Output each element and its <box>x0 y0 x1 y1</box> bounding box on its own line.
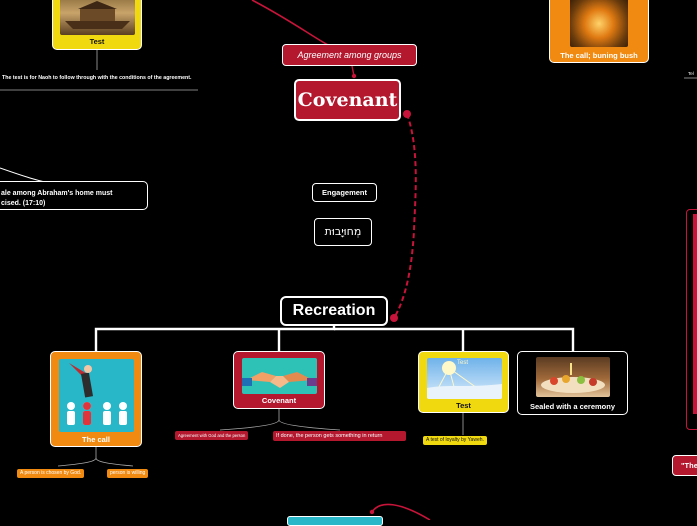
covenant-main-label: Covenant <box>297 89 398 111</box>
bottom-partial-node[interactable] <box>287 516 383 526</box>
left-fragment-label: ale among Abraham's home must cised. (17… <box>1 190 113 207</box>
test-child-note[interactable]: A test of loyalty by Yaweh. <box>423 436 487 445</box>
covenant-child-label: Covenant <box>261 396 297 405</box>
test-top-card[interactable]: Test <box>52 0 142 50</box>
test-child-node[interactable]: Test Test <box>418 351 509 413</box>
covenant-child-node[interactable]: Covenant <box>233 351 325 409</box>
hebrew-node[interactable]: מְחוּיָבוּת <box>314 218 372 246</box>
call-burning-bush-label: The call; buning bush <box>560 51 638 60</box>
ark-image <box>60 0 135 35</box>
recreation-label: Recreation <box>292 302 376 319</box>
recreation-node[interactable]: Recreation <box>280 296 388 326</box>
test-child-label: Test <box>456 401 471 410</box>
burning-bush-image <box>570 0 628 47</box>
call-note-willing[interactable]: person is willing <box>107 469 149 478</box>
covenant-note-return[interactable]: If done, the person gets something in re… <box>273 431 406 441</box>
right-edge-panel <box>686 209 697 430</box>
test-top-note: The test is for Naoh to follow through w… <box>2 75 192 81</box>
engagement-label: Engagement <box>321 188 367 197</box>
call-image <box>59 359 134 432</box>
tel-fragment: Tel <box>688 71 694 76</box>
covenant-note-agreement[interactable]: Agreement with God and the person <box>175 431 249 440</box>
agreement-node[interactable]: Agreement among groups <box>282 44 417 66</box>
handshake-image <box>242 358 317 394</box>
call-burning-bush-card[interactable]: The call; buning bush <box>549 0 649 63</box>
ceremony-node[interactable]: Sealed with a ceremony <box>517 351 628 415</box>
test-image-caption: Test <box>457 360 469 366</box>
quote-fragment-label: "The <box>681 461 697 470</box>
test-image: Test <box>427 358 502 399</box>
the-call-label: The call <box>82 435 110 444</box>
the-call-node[interactable]: The call <box>50 351 142 447</box>
call-note-chosen[interactable]: A person is chosen by God. <box>17 469 85 478</box>
ceremony-image <box>536 357 610 397</box>
quote-fragment-node[interactable]: "The <box>672 455 697 476</box>
agreement-label: Agreement among groups <box>297 50 402 60</box>
test-top-label: Test <box>89 37 105 46</box>
left-fragment-node[interactable]: ale among Abraham's home must cised. (17… <box>0 181 148 210</box>
covenant-main-node[interactable]: Covenant <box>294 79 401 121</box>
ceremony-label: Sealed with a ceremony <box>529 402 616 411</box>
engagement-node[interactable]: Engagement <box>312 183 377 202</box>
hebrew-label: מְחוּיָבוּת <box>324 225 362 238</box>
